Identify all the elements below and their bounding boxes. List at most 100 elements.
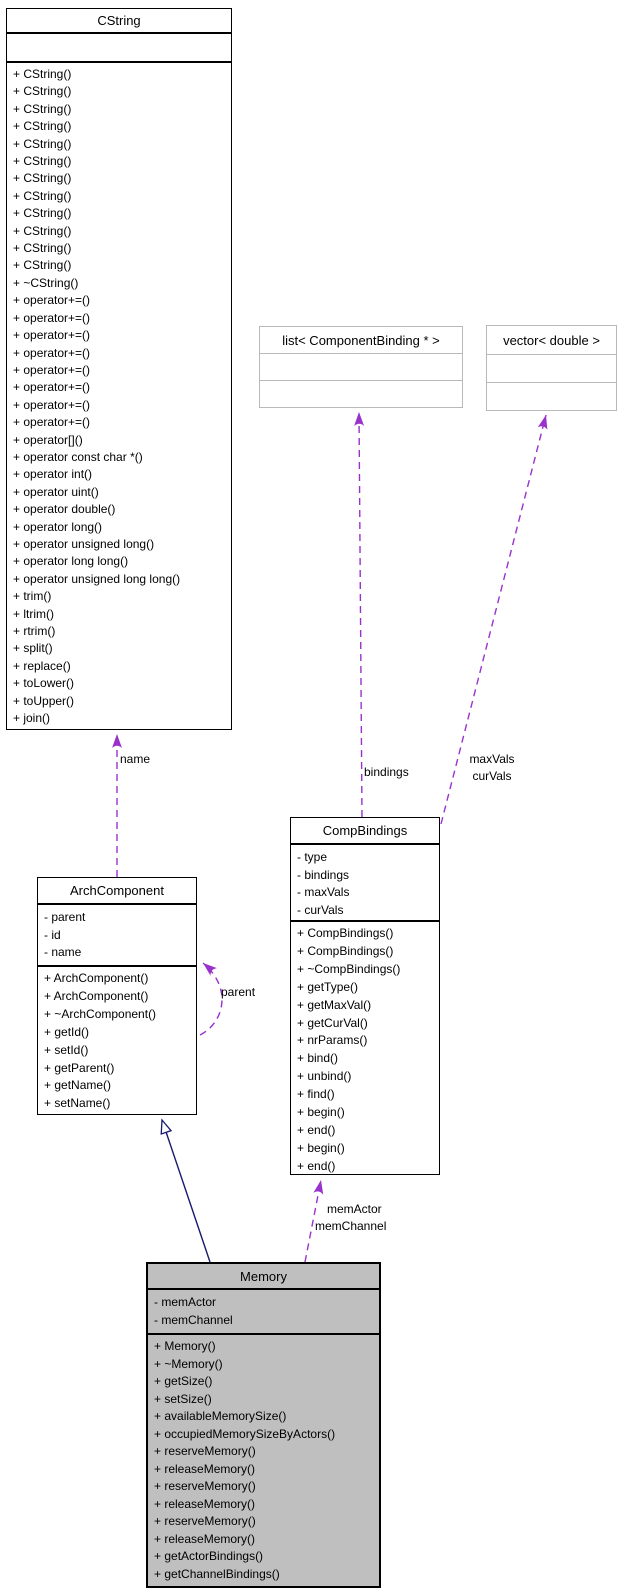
member-row: + ltrim() <box>13 606 54 621</box>
member-row: + ~Memory() <box>154 1356 223 1371</box>
member-row: + releaseMemory() <box>154 1461 256 1476</box>
member-row: - name <box>44 945 82 959</box>
member-row: + CString() <box>13 119 72 134</box>
member-row: + CString() <box>13 258 72 273</box>
edge-label-maxvals-curvals: maxVals curVals <box>456 751 528 785</box>
member-row: + CString() <box>13 101 72 116</box>
member-row: + CString() <box>13 241 72 256</box>
class-cstring-title: CString <box>7 9 231 34</box>
member-row: + reserveMemory() <box>154 1444 256 1458</box>
edge-label-memactor: memActor <box>327 1202 382 1216</box>
member-row: + getChannelBindings() <box>154 1566 280 1581</box>
member-row: + begin() <box>297 1105 345 1120</box>
member-row: - maxVals <box>297 885 350 899</box>
member-row: + CString() <box>13 223 72 238</box>
member-row: + split() <box>13 641 53 656</box>
class-compbindings[interactable]: CompBindings - type- bindings- maxVals- … <box>290 817 440 1175</box>
member-row: + operator int() <box>13 467 93 482</box>
member-row: + operator+=() <box>13 328 91 343</box>
member-row: + setSize() <box>154 1391 212 1406</box>
member-row: + operator+=() <box>13 345 91 360</box>
member-row: - id <box>44 927 61 942</box>
member-row: + operator unsigned long() <box>13 536 155 551</box>
member-row: + ~CompBindings() <box>297 961 401 976</box>
member-row: + reserveMemory() <box>154 1514 256 1528</box>
member-row: + toUpper() <box>13 693 75 708</box>
class-cstring[interactable]: CString + CString()+ CString()+ CString(… <box>6 8 232 730</box>
member-row: + operator uint() <box>13 484 99 499</box>
member-row: - bindings <box>297 867 350 882</box>
member-row: + operator long() <box>13 519 103 534</box>
edge-label-memchannel: memChannel <box>315 1219 387 1233</box>
class-compbindings-methods: + CompBindings() + CompBindings() + ~CompB… <box>291 922 439 1174</box>
member-row: + releaseMemory() <box>154 1531 256 1546</box>
member-row: + operator+=() <box>13 310 91 325</box>
member-row: + setId() <box>44 1042 89 1057</box>
member-row: + operator+=() <box>13 415 91 430</box>
member-row: + getActorBindings() <box>154 1549 264 1563</box>
member-row: - curVals <box>297 902 344 917</box>
class-compbindings-title: CompBindings <box>291 818 439 845</box>
member-row: + toLower() <box>13 676 75 691</box>
class-vector-double[interactable]: vector< double > <box>486 325 617 411</box>
member-row: + find() <box>297 1087 335 1102</box>
member-row: + ~CString() <box>13 275 79 290</box>
member-row: + operator const char *() <box>13 449 143 464</box>
member-row: + replace() <box>13 658 71 673</box>
member-row: + getName() <box>44 1078 112 1093</box>
member-row: + operator+=() <box>13 293 91 308</box>
class-list-componentbinding-title: list< ComponentBinding * > <box>260 327 462 354</box>
member-row: + occupiedMemorySizeByActors() <box>154 1426 336 1441</box>
class-archcomponent[interactable]: ArchComponent - parent- id- name + ArchC… <box>37 877 197 1115</box>
member-row: + CString() <box>13 171 72 186</box>
member-row: + join() <box>13 711 51 726</box>
member-row: + CString() <box>13 136 72 151</box>
member-row: - memChannel <box>154 1312 233 1327</box>
class-memory[interactable]: Memory - memActor- memChannel + Memory()… <box>146 1262 381 1588</box>
member-row: + operator unsigned long long() <box>13 571 181 586</box>
member-row: + trim() <box>13 589 52 604</box>
member-row: + ~ArchComponent() <box>44 1006 157 1021</box>
member-row: + operator+=() <box>13 397 91 412</box>
member-row: + availableMemorySize() <box>154 1409 287 1423</box>
class-list-componentbinding-methods <box>260 381 462 407</box>
member-row: - parent <box>44 910 86 924</box>
class-cstring-methods: + CString() + CString() + CString() + CStri… <box>7 63 231 729</box>
member-row: + getCurVal() <box>297 1015 368 1030</box>
member-row: + getType() <box>297 979 359 994</box>
member-row: + ArchComponent() <box>44 971 149 985</box>
member-row: + CString() <box>13 84 72 99</box>
class-memory-title: Memory <box>148 1264 379 1290</box>
class-archcomponent-attributes: - parent - id - name <box>38 905 196 967</box>
member-row: + nrParams() <box>297 1033 368 1048</box>
member-row: + bind() <box>297 1051 339 1066</box>
member-row: + getSize() <box>154 1374 213 1388</box>
edge-label-bindings: bindings <box>364 765 409 779</box>
member-row: + begin() <box>297 1140 345 1155</box>
class-vector-double-attributes <box>487 355 616 383</box>
class-list-componentbinding[interactable]: list< ComponentBinding * > <box>259 326 463 408</box>
member-row: + CompBindings() <box>297 926 394 940</box>
member-row: + getMaxVal() <box>297 997 372 1012</box>
member-row: + operator double() <box>13 502 116 517</box>
member-row: + CString() <box>13 206 72 221</box>
edge-parent-self-loop <box>199 962 223 1036</box>
class-memory-methods: + Memory() + ~Memory() + getSize() + setSiz… <box>148 1335 379 1586</box>
member-row: + getId() <box>44 1024 90 1039</box>
class-vector-double-title: vector< double > <box>487 326 616 355</box>
edge-bindings-usage <box>354 411 365 818</box>
member-row: + operator+=() <box>13 362 91 377</box>
member-row: + releaseMemory() <box>154 1496 256 1511</box>
member-row: + ArchComponent() <box>44 988 149 1003</box>
member-row: + CString() <box>13 154 72 169</box>
member-row: + getParent() <box>44 1060 115 1075</box>
class-memory-attributes: - memActor- memChannel <box>148 1290 379 1335</box>
member-row: + CString() <box>13 188 72 203</box>
member-row: + Memory() <box>154 1339 216 1353</box>
member-row: + operator long long() <box>13 554 129 569</box>
member-row: + CompBindings() <box>297 943 394 958</box>
class-compbindings-attributes: - type- bindings- maxVals- curVals <box>291 845 439 922</box>
edge-inheritance-memory-archcomponent <box>162 1120 211 1263</box>
class-list-componentbinding-attributes <box>260 354 462 381</box>
